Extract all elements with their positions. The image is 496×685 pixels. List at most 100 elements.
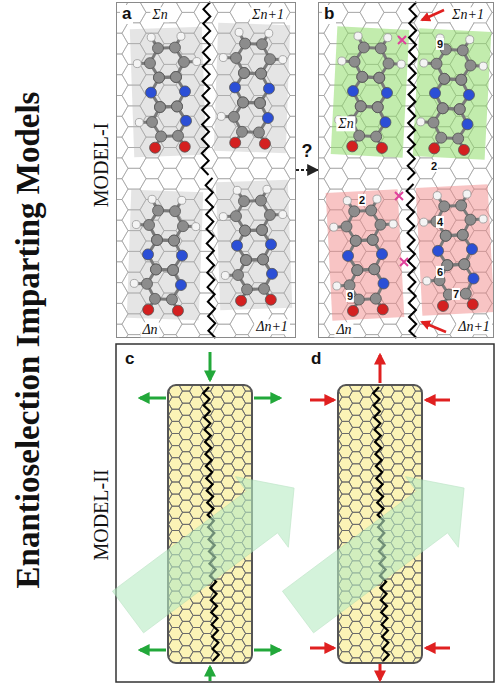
- atom: [465, 60, 477, 72]
- atom: [232, 269, 243, 280]
- atom: [367, 234, 379, 246]
- atom: [373, 72, 385, 84]
- atom: [463, 89, 475, 101]
- atom: [349, 56, 361, 68]
- atom: [167, 264, 178, 275]
- atom: [153, 72, 164, 83]
- force-arrow: [140, 397, 166, 400]
- atom: [467, 299, 479, 311]
- atom: [457, 229, 469, 241]
- atom: [178, 196, 186, 204]
- molecule-highlight: [216, 180, 292, 310]
- atom: [353, 294, 365, 306]
- direction-band: [112, 477, 294, 633]
- atom: [432, 245, 444, 257]
- atom: [219, 212, 227, 220]
- panel-b-art: [306, 0, 496, 355]
- atom: [143, 304, 154, 315]
- atom: [149, 142, 160, 153]
- molecule: [214, 23, 290, 153]
- force-arrow: [310, 647, 334, 650]
- atom: [263, 185, 271, 193]
- panel-letter: d: [309, 350, 323, 369]
- atom: [465, 214, 477, 226]
- atom: [420, 59, 428, 67]
- atom: [373, 72, 385, 84]
- atom: [255, 195, 266, 206]
- atom: [169, 42, 180, 53]
- atom: [376, 142, 388, 154]
- atom: [230, 210, 241, 221]
- atom: [377, 304, 389, 316]
- atom: [357, 71, 369, 83]
- atom: [397, 60, 405, 68]
- atom: [452, 133, 464, 145]
- atom: [455, 74, 467, 86]
- atom: [178, 56, 189, 67]
- force-arrow: [254, 397, 280, 400]
- atom: [428, 143, 440, 155]
- atom: [265, 294, 276, 305]
- atom: [176, 250, 187, 261]
- atom: [373, 195, 381, 203]
- atom: [167, 264, 178, 275]
- atom: [193, 57, 201, 65]
- atom: [255, 68, 266, 79]
- atom: [155, 131, 166, 142]
- atom: [468, 273, 480, 285]
- atom: [230, 52, 241, 63]
- atom: [265, 239, 276, 250]
- atom: [417, 118, 425, 126]
- atom: [254, 97, 265, 108]
- atom: [330, 223, 338, 231]
- atom: [389, 220, 397, 228]
- molecule-label: Σn: [336, 116, 355, 131]
- molecule: [130, 27, 206, 157]
- force-arrow: [422, 10, 444, 20]
- zigzag-edge: [202, 2, 211, 175]
- atom-number: 2: [358, 194, 366, 206]
- zigzag-edge: [407, 184, 417, 338]
- molecule-highlight: [326, 189, 405, 321]
- atom: [458, 258, 470, 270]
- atom: [150, 264, 161, 275]
- atom: [133, 59, 141, 67]
- force-arrow: [426, 647, 450, 650]
- molecule-highlight: [416, 184, 494, 316]
- atom: [462, 119, 474, 131]
- atom: [172, 130, 183, 141]
- atom: [171, 101, 182, 112]
- atom: [262, 112, 273, 123]
- atom: [368, 263, 380, 275]
- force-arrow: [422, 322, 446, 332]
- atom: [151, 234, 162, 245]
- atom: [238, 67, 249, 78]
- atom: [147, 33, 155, 41]
- force-arrow: [140, 649, 166, 652]
- model-label: MODEL-I: [90, 123, 112, 207]
- molecule: [331, 26, 410, 158]
- molecule-label: Σn+1: [450, 7, 486, 22]
- transition-arrow: [296, 169, 318, 171]
- atom: [241, 284, 252, 295]
- atom: [265, 29, 273, 37]
- molecule-label: Σn+1: [250, 7, 286, 22]
- clash-mark: [395, 192, 403, 200]
- atom: [370, 293, 382, 305]
- atom: [279, 55, 287, 63]
- atom: [343, 196, 351, 204]
- atom-number: 7: [452, 288, 460, 300]
- atom: [170, 71, 181, 82]
- molecule-highlight: [331, 26, 410, 158]
- panel-letter: a: [120, 5, 133, 24]
- atom: [440, 230, 452, 242]
- force-arrow: [426, 399, 450, 402]
- atom: [221, 271, 229, 279]
- force-arrow: [379, 355, 382, 383]
- atom: [257, 254, 268, 265]
- atom: [350, 235, 362, 247]
- atom: [146, 116, 157, 127]
- atom: [239, 225, 250, 236]
